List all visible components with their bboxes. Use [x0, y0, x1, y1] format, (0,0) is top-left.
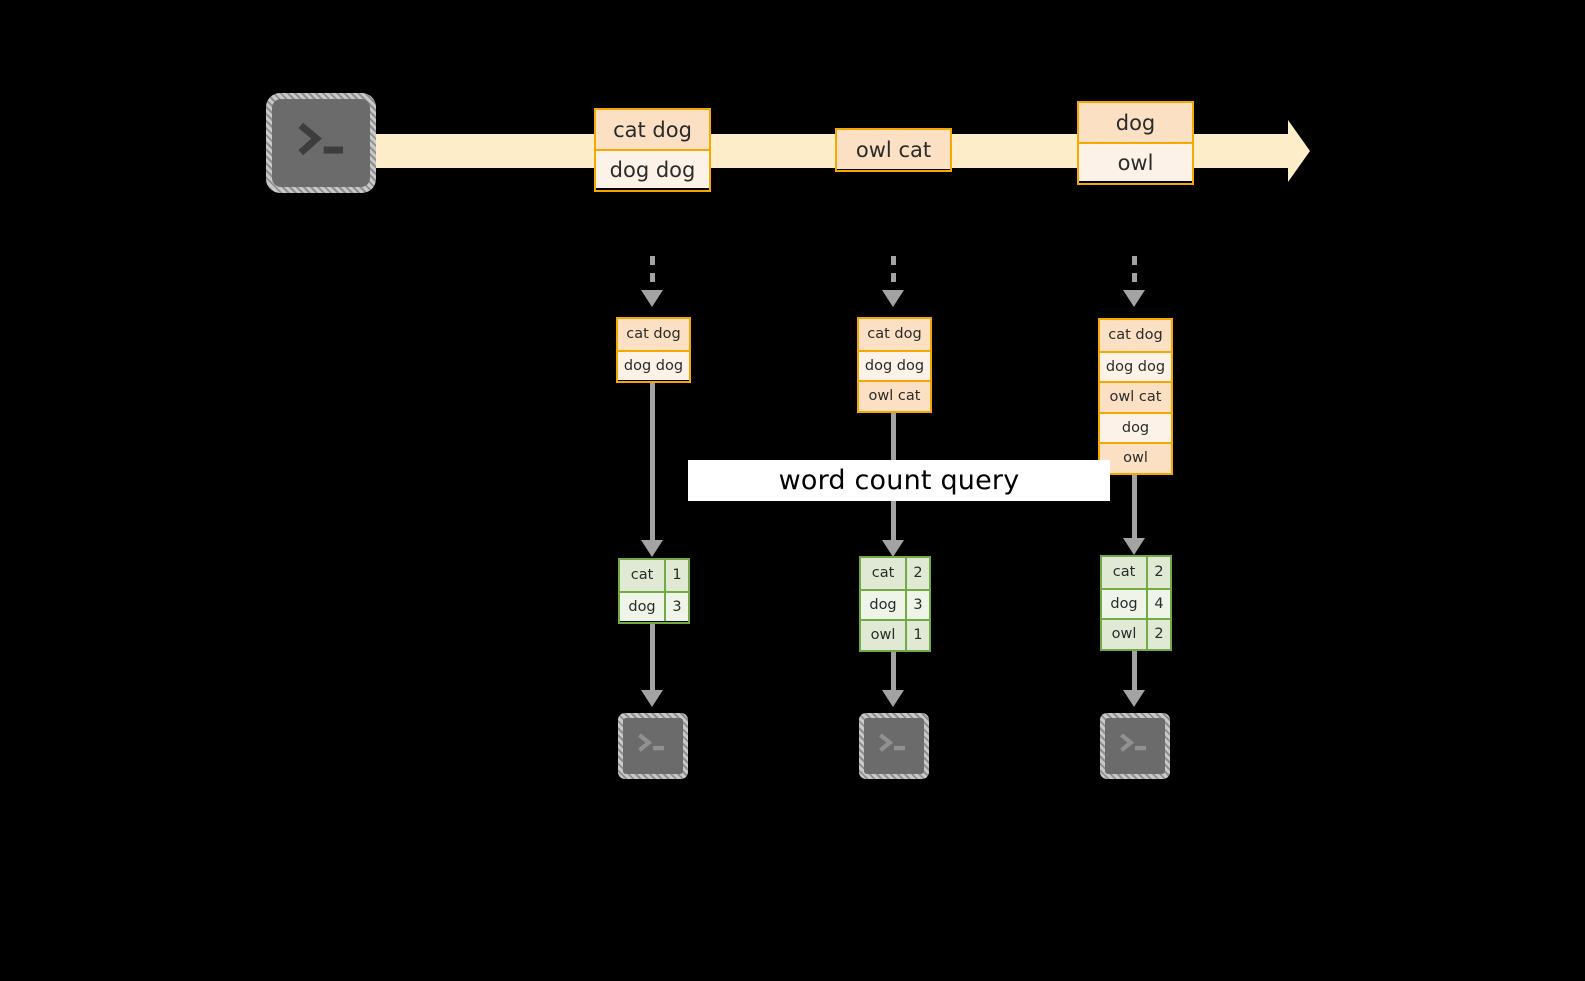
connector-1-to-result [650, 383, 655, 548]
arrowhead-down [1123, 290, 1145, 307]
stream-event-2: owl cat [835, 128, 952, 172]
stream-event-1: cat dog dog dog [594, 108, 711, 192]
snapshot-line: owl [1100, 442, 1171, 473]
word-cell: dog [1102, 589, 1146, 618]
snapshot-1-box: cat dog dog dog [616, 317, 691, 383]
terminal-prompt-glyph [879, 733, 906, 752]
table-row: owl 1 [861, 619, 929, 650]
table-row: dog 4 [1102, 587, 1170, 618]
result-table-2: cat 2 dog 3 owl 1 [859, 556, 931, 652]
word-cell: owl [1102, 620, 1146, 649]
count-cell: 1 [905, 621, 929, 650]
sink-terminal-icon-2 [859, 713, 929, 779]
snapshot-line: dog [1100, 411, 1171, 442]
event-line: owl [1079, 142, 1192, 181]
snapshot-line: cat dog [618, 319, 689, 350]
dashed-connector-1 [650, 256, 655, 294]
snapshot-line: owl cat [1100, 381, 1171, 412]
table-row: dog 3 [861, 588, 929, 619]
arrowhead-down [1123, 538, 1145, 555]
connector-3-to-result [1132, 475, 1137, 548]
count-cell: 2 [905, 558, 929, 589]
event-line: owl cat [837, 130, 950, 169]
result-table-3: cat 2 dog 4 owl 2 [1100, 555, 1172, 651]
terminal-screen [272, 99, 370, 187]
arrowhead-down [641, 690, 663, 707]
dashed-connector-2 [891, 256, 896, 294]
connector-2-to-sink [891, 652, 896, 697]
count-cell: 4 [1146, 589, 1170, 618]
count-cell: 3 [905, 590, 929, 619]
connector-3-to-sink [1132, 651, 1137, 697]
event-line: cat dog [596, 110, 709, 149]
snapshot-2-box: cat dog dog dog owl cat [857, 317, 932, 413]
word-cell: cat [1102, 557, 1146, 588]
sink-terminal-icon-1 [618, 713, 688, 779]
count-cell: 2 [1146, 620, 1170, 649]
word-cell: owl [861, 621, 905, 650]
stream-event-3: dog owl [1077, 101, 1194, 185]
word-cell: dog [620, 592, 664, 621]
event-line: dog dog [596, 149, 709, 188]
source-terminal-icon [266, 93, 376, 193]
snapshot-3-box: cat dog dog dog owl cat dog owl [1098, 318, 1173, 475]
snapshot-line: dog dog [1100, 350, 1171, 381]
sink-terminal-icon-3 [1100, 713, 1170, 779]
arrowhead-down [1123, 690, 1145, 707]
terminal-prompt-glyph [1120, 733, 1147, 752]
terminal-prompt-glyph [298, 122, 343, 156]
word-cell: dog [861, 590, 905, 619]
table-row: cat 2 [1102, 557, 1170, 588]
word-cell: cat [620, 560, 664, 591]
table-row: owl 2 [1102, 618, 1170, 649]
table-row: cat 2 [861, 558, 929, 589]
dashed-connector-3 [1132, 256, 1137, 294]
count-cell: 2 [1146, 557, 1170, 588]
result-table-1: cat 1 dog 3 [618, 558, 690, 624]
connector-1-to-sink [650, 624, 655, 697]
arrowhead-down [882, 290, 904, 307]
table-row: dog 3 [620, 590, 688, 621]
arrowhead-down [882, 690, 904, 707]
count-cell: 3 [664, 592, 688, 621]
snapshot-line: dog dog [859, 349, 930, 380]
arrowhead-down [882, 540, 904, 557]
snapshot-line: cat dog [1100, 320, 1171, 351]
snapshot-line: dog dog [618, 349, 689, 380]
word-cell: cat [861, 558, 905, 589]
table-row: cat 1 [620, 560, 688, 591]
arrowhead-down [641, 540, 663, 557]
snapshot-line: owl cat [859, 380, 930, 411]
event-line: dog [1079, 103, 1192, 142]
terminal-prompt-glyph [638, 733, 665, 752]
count-cell: 1 [664, 560, 688, 591]
stream-arrowhead [1288, 120, 1310, 182]
query-label: word count query [688, 460, 1110, 501]
snapshot-line: cat dog [859, 319, 930, 350]
arrowhead-down [641, 290, 663, 307]
